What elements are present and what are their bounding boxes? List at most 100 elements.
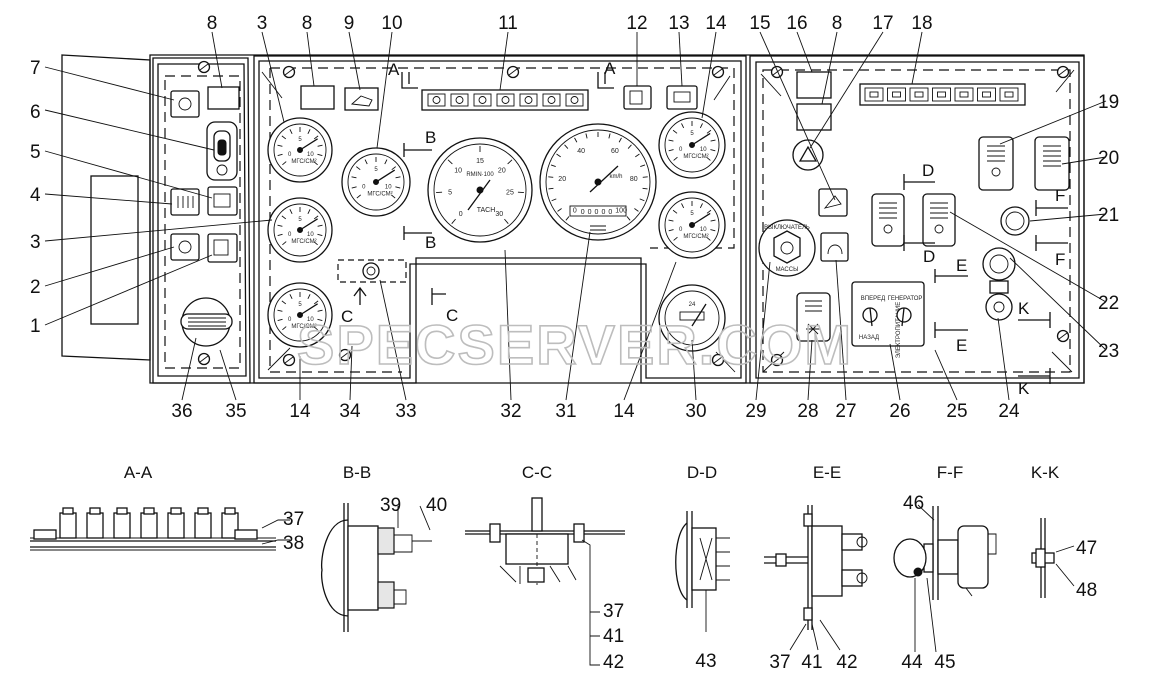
cut-letter-f1: F [1055,186,1065,205]
callout-top-13: 17 [872,13,893,34]
callout-left-4: 4 [30,185,41,206]
section-f-f-callout-44: 44 [901,652,923,673]
section-c-c-callout-41: 41 [603,626,624,647]
section-a-a: A-A 37 38 [30,463,304,554]
gauge-unit-label: МГС/СМ² [291,239,316,245]
gauge-unit-label: МГС/СМ² [683,154,708,160]
screw-icon [508,67,519,78]
callout-left-3: 5 [30,142,41,163]
section-d-d-title: D-D [687,463,717,482]
section-f-f: F-F 46 44 45 [894,463,996,673]
callouts-left: 7 6 5 4 3 2 1 [30,58,41,337]
callout-top-11: 16 [786,13,807,34]
callout-top-4: 9 [344,13,355,34]
callout-top-1: 8 [207,13,218,34]
section-b-b-callout-40: 40 [426,495,447,516]
callout-right-5: 23 [1098,341,1119,362]
callout-bottom-8: 14 [613,401,635,422]
lamp-socket-icon [87,508,103,538]
lamp-socket-icon [195,508,211,538]
callout-bottom-14: 25 [946,401,967,422]
gauge-scale-label: 10 [307,232,314,238]
speed-unit-label: km/h [609,174,622,180]
ground-switch-bottom-label: МАССЫ [776,267,799,273]
tach-scale-label: 0 [459,211,463,218]
section-c-c-title: C-C [522,463,552,482]
section-f-f-callout-46: 46 [903,493,924,514]
section-b-b-title: B-B [343,463,371,482]
callout-left-1: 7 [30,58,41,79]
cut-letter-e1: E [956,256,967,275]
callout-bottom-9: 30 [685,401,706,422]
speed-scale-label: 40 [577,148,585,155]
callout-top-12: 8 [832,13,843,34]
gauge-unit-label: МГС/СМ² [367,192,392,198]
speed-scale-label: 0 [573,208,577,215]
section-k-k: K-K 47 48 [1031,463,1097,601]
callout-bottom-15: 24 [998,401,1020,422]
panel-generator-label: ГЕНЕРАТОР [888,296,923,302]
screw-icon [284,355,295,366]
cut-letter-k2: K [1018,379,1030,398]
screw-icon [772,67,783,78]
section-e-e-callout-42: 42 [836,652,857,673]
section-c-c-callout-42: 42 [603,652,624,673]
lamp-socket-icon [114,508,130,538]
screw-icon [199,354,210,365]
tach-scale-label: 5 [448,190,452,197]
section-e-e: E-E 37 41 42 [764,463,867,673]
callout-top-14: 18 [911,13,932,34]
callout-right-3: 21 [1098,205,1119,226]
gauge-scale-label: 10 [385,184,392,190]
callout-bottom-6: 32 [500,401,521,422]
section-d-d: D-D 43 [676,463,730,672]
callout-top-6: 11 [498,13,518,34]
callout-bottom-3: 14 [289,401,311,422]
section-d-d-callout-43: 43 [695,651,716,672]
section-k-k-callout-48: 48 [1076,580,1097,601]
cut-letter-a1: A [388,60,400,79]
callouts-top: 8 3 8 9 10 11 12 13 14 15 16 8 17 18 [207,13,933,34]
warning-lamp-strip [422,90,588,110]
section-k-k-callout-47: 47 [1076,538,1097,559]
gauge-scale-label: 10 [700,227,707,233]
tach-scale-label: 25 [506,190,514,197]
cut-letter-k1: K [1018,299,1030,318]
gauge-scale-label: 10 [307,152,314,158]
callout-bottom-5: 33 [395,401,416,422]
screw-icon [1058,67,1069,78]
screw-icon [199,62,210,73]
callouts-bottom: 36 35 14 34 33 32 31 14 30 29 28 27 26 2… [171,401,1020,422]
cut-letter-e2: E [956,336,967,355]
section-e-e-callout-41: 41 [801,652,822,673]
tach-label: TACH [477,207,496,214]
callout-left-6: 2 [30,277,41,298]
light-bracket [338,260,406,282]
cut-letter-b1: B [425,128,436,147]
lamp-socket-icon [141,508,157,538]
screw-icon [713,67,724,78]
lamp-socket-icon [60,508,76,538]
cut-letter-b2: B [425,233,436,252]
watermark-text: SPECSERVER.COM [297,313,853,376]
callout-right-2: 20 [1098,148,1119,169]
callout-right-4: 22 [1098,293,1119,314]
ground-switch-top-label: ВЫКЛЮЧАТЕЛЬ [764,225,810,231]
callout-top-3: 8 [302,13,313,34]
tach-scale-label: 15 [476,158,484,165]
callout-right-1: 19 [1098,92,1119,113]
cut-letter-f2: F [1055,250,1065,269]
section-a-a-callout-38: 38 [283,533,304,554]
tach-scale-label: 20 [498,167,506,174]
callout-bottom-7: 31 [555,401,576,422]
callout-bottom-13: 26 [889,401,910,422]
section-c-c: C-C 37 41 42 [465,463,625,673]
odometer-label: 00000 [581,209,615,216]
cut-letter-d1: D [922,161,934,180]
